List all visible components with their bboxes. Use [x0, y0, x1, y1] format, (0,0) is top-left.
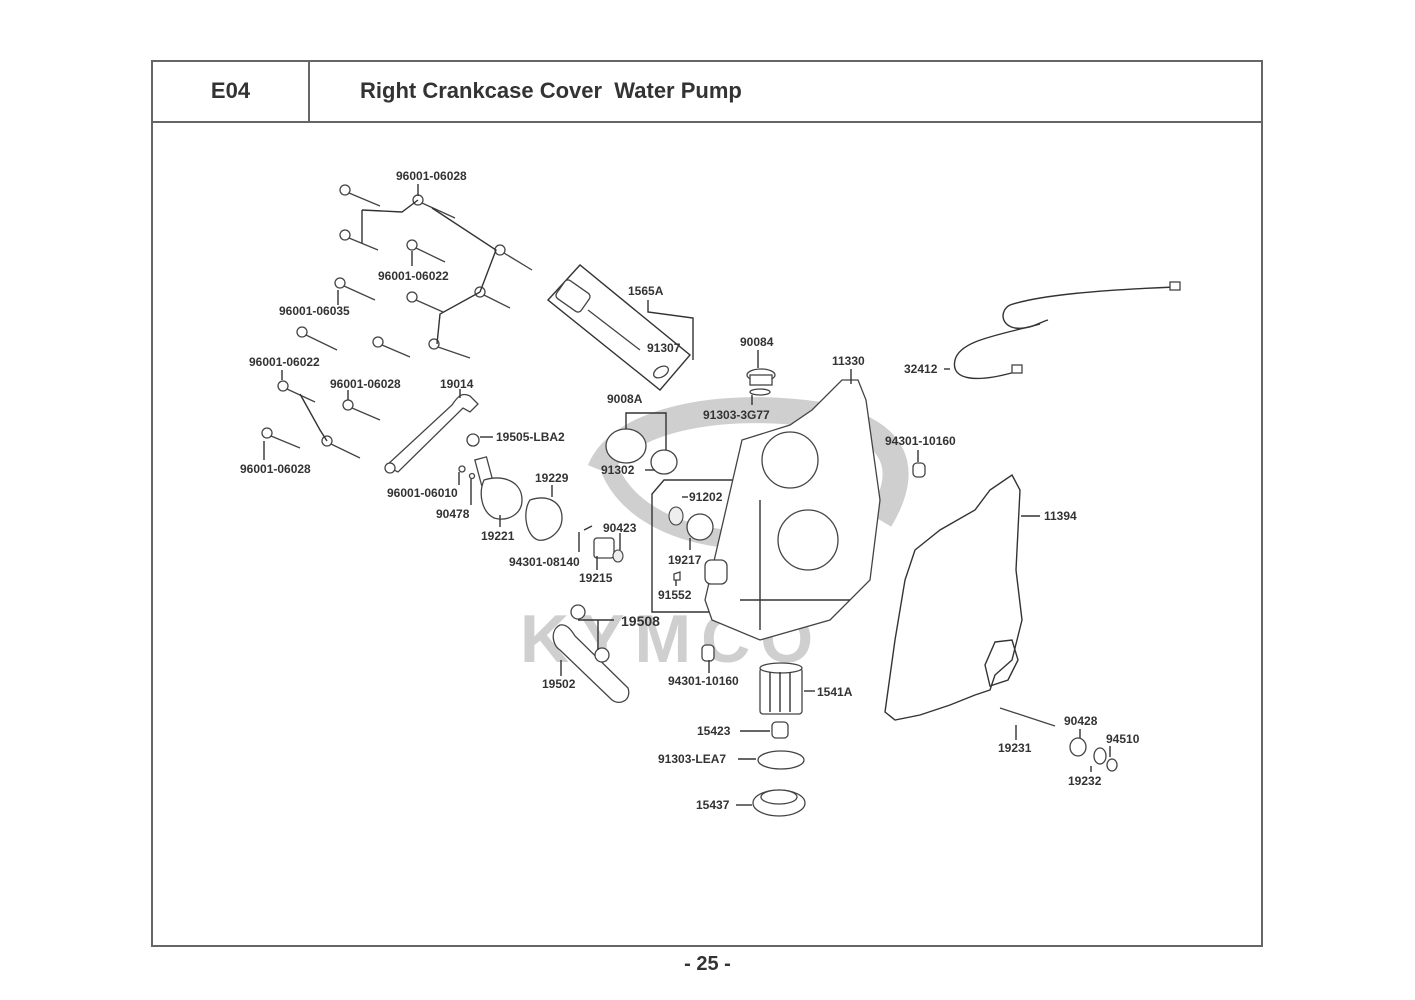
section-code: E04 — [210, 78, 251, 103]
hose-clamp — [466, 433, 480, 447]
callout-label: 91303-3G77 — [703, 408, 770, 422]
wire-harness — [953, 281, 1181, 380]
bolt — [428, 338, 471, 359]
dowel-pin — [701, 644, 715, 662]
callout-label: 19229 — [535, 471, 569, 485]
bolt — [321, 435, 361, 459]
callout-label: 32412 — [904, 362, 938, 376]
callout-label: 90423 — [603, 521, 637, 535]
callout-label: 19231 — [998, 741, 1032, 755]
callout-label: 90428 — [1064, 714, 1098, 728]
header-divider — [151, 121, 1263, 123]
impeller-group — [583, 525, 624, 563]
callout-label: 19502 — [542, 677, 576, 691]
callout-label: 19221 — [481, 529, 515, 543]
callout-label: 91302 — [601, 463, 635, 477]
bolt-group — [261, 184, 533, 459]
bolt — [277, 380, 316, 403]
pump-gasket — [525, 497, 563, 541]
callout-label: 96001-06022 — [249, 355, 320, 369]
callout-label: 96001-06028 — [240, 462, 311, 476]
bolt — [261, 427, 301, 449]
callout-label: 1565A — [628, 284, 664, 298]
bolt — [406, 239, 446, 263]
section-code-box — [151, 60, 310, 122]
dowel-pin — [912, 462, 926, 478]
pump-shaft-group — [999, 707, 1118, 772]
callout-label: 15423 — [697, 724, 731, 738]
cap-group — [605, 412, 678, 475]
callout-label: 19215 — [579, 571, 613, 585]
callout-label: 90478 — [436, 507, 470, 521]
leader-lines — [263, 184, 1111, 806]
small-bolt — [458, 465, 466, 473]
callout-label: 96001-06022 — [378, 269, 449, 283]
bolt — [339, 229, 379, 251]
callout-label: 91552 — [658, 588, 692, 602]
callout-label: 15437 — [696, 798, 730, 812]
callout-label: 9008A — [607, 392, 643, 406]
callout-labels: 96001-06028 96001-06022 96001-06035 9600… — [240, 169, 1140, 812]
callout-label: 19217 — [668, 553, 702, 567]
bolt — [406, 291, 444, 313]
water-pump-cover — [474, 456, 523, 520]
callout-label: 1541A — [817, 685, 853, 699]
crankcase-cover — [704, 379, 881, 641]
bolt — [339, 184, 381, 207]
hose-19502-group — [552, 604, 630, 703]
callout-label: 94301-10160 — [668, 674, 739, 688]
drain-plug-group — [746, 368, 776, 396]
callout-label: 94301-08140 — [509, 555, 580, 569]
callout-label: 94510 — [1106, 732, 1140, 746]
bolt — [342, 399, 381, 421]
bolt — [372, 336, 411, 358]
bolt — [494, 244, 533, 271]
dipstick-group — [546, 264, 694, 391]
callout-label: 91307 — [647, 341, 681, 355]
washer — [468, 472, 476, 480]
callout-label: 19232 — [1068, 774, 1102, 788]
oil-filter-group — [752, 662, 806, 817]
page-title: Right Crankcase Cover Water Pump — [360, 78, 742, 103]
bolt — [412, 194, 456, 219]
crankcase-gasket — [884, 473, 1023, 721]
water-hose — [384, 393, 479, 474]
callout-label: 91303-LEA7 — [658, 752, 726, 766]
callout-label: 91202 — [689, 490, 723, 504]
callout-label: 96001-06028 — [396, 169, 467, 183]
callout-label: 96001-06035 — [279, 304, 350, 318]
callout-label: 94301-10160 — [885, 434, 956, 448]
callout-label: 96001-06010 — [387, 486, 458, 500]
callout-label: 11330 — [832, 354, 865, 368]
callout-label: 19508 — [621, 613, 660, 629]
callout-label: 19505-LBA2 — [496, 430, 565, 444]
callout-label: 90084 — [740, 335, 774, 349]
page-number: - 25 - — [684, 953, 731, 975]
seal-group — [651, 479, 734, 613]
callout-label: 96001-06028 — [330, 377, 401, 391]
bolt — [296, 326, 338, 351]
diagram-frame — [151, 60, 1263, 947]
bolt — [474, 286, 511, 309]
callout-label: 11394 — [1044, 509, 1077, 523]
callout-label: 19014 — [440, 377, 474, 391]
bolt — [334, 277, 376, 301]
